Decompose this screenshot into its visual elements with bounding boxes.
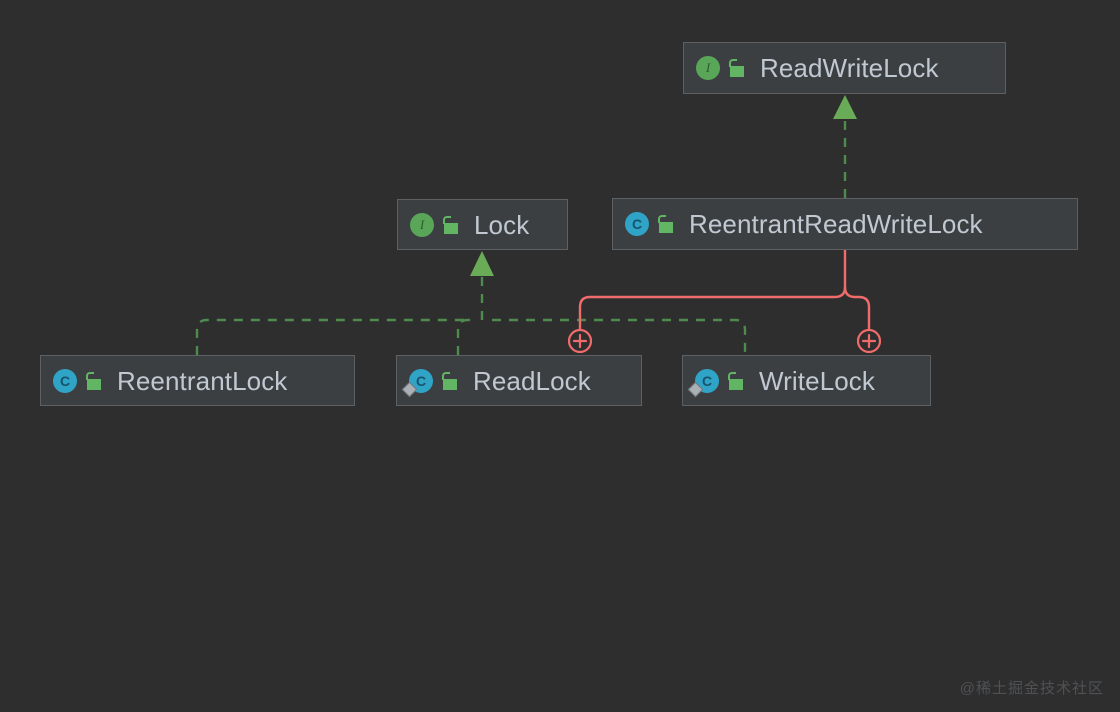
class-glyph: C — [53, 368, 77, 393]
uml-node-reentrant-lock[interactable]: C ReentrantLock — [40, 355, 355, 406]
edge-rrwl-inner-classes — [567, 248, 882, 354]
uml-node-reentrant-read-write-lock[interactable]: C ReentrantReadWriteLock — [612, 198, 1078, 250]
node-label: ReentrantLock — [117, 365, 288, 396]
padlock-shackle — [86, 371, 94, 380]
padlock-shackle — [729, 59, 737, 67]
unlocked-padlock-icon — [85, 371, 102, 390]
node-label: WriteLock — [759, 365, 876, 396]
interface-glyph: I — [410, 212, 434, 237]
class-glyph: C — [625, 212, 649, 236]
plus-circle-icon-write-lock[interactable] — [856, 328, 882, 354]
class-icon: C — [52, 368, 78, 394]
padlock-shackle — [442, 371, 450, 380]
uml-node-read-write-lock[interactable]: I ReadWriteLock — [683, 42, 1006, 94]
plus-circle-icon-read-lock[interactable] — [567, 328, 593, 354]
unlocked-padlock-icon — [727, 371, 744, 390]
unlocked-padlock-icon — [442, 215, 459, 234]
unlocked-padlock-icon — [657, 215, 674, 233]
padlock-body — [729, 378, 743, 390]
node-label: ReadLock — [473, 365, 591, 396]
interface-icon: I — [695, 55, 721, 81]
uml-node-lock[interactable]: I Lock — [397, 199, 568, 250]
class-icon: C — [687, 368, 720, 397]
padlock-body — [659, 222, 673, 233]
node-label: ReentrantReadWriteLock — [689, 209, 983, 239]
uml-node-read-lock[interactable]: C ReadLock — [396, 355, 642, 406]
class-icon: C — [624, 211, 650, 237]
padlock-body — [444, 222, 458, 234]
class-icon: C — [401, 368, 434, 397]
unlocked-padlock-icon — [441, 371, 458, 390]
uml-node-write-lock[interactable]: C WriteLock — [682, 355, 931, 406]
padlock-body — [730, 66, 744, 77]
interface-glyph: I — [696, 56, 720, 80]
edge-rrwl-implements-rwl — [833, 95, 857, 198]
watermark: @稀土掘金技术社区 — [959, 680, 1104, 697]
node-label: Lock — [474, 209, 530, 240]
interface-icon: I — [409, 212, 435, 238]
padlock-body — [87, 378, 101, 390]
padlock-body — [443, 378, 457, 390]
padlock-shackle — [728, 371, 736, 380]
unlocked-padlock-icon — [728, 59, 745, 77]
node-label: ReadWriteLock — [760, 53, 939, 83]
edge-lock-realization-tree — [195, 251, 747, 355]
padlock-shackle — [443, 215, 451, 224]
padlock-shackle — [658, 215, 666, 223]
